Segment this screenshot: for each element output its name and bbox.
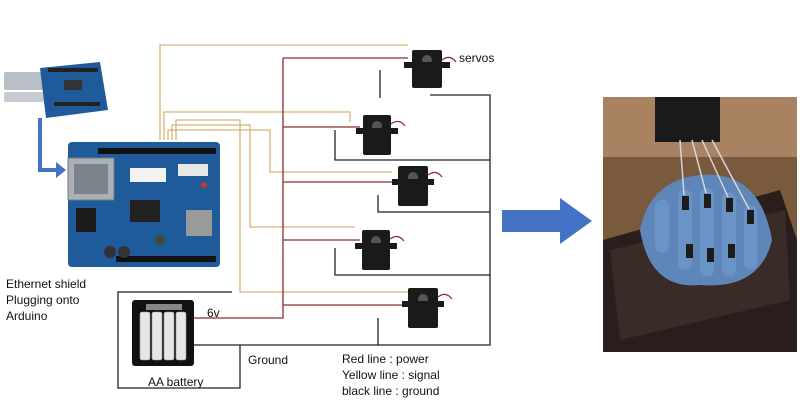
servo-motor-icon — [402, 288, 453, 328]
signal-wires — [159, 44, 408, 293]
servo-motor-icon — [355, 230, 405, 270]
ethernet-shield-line-2: Plugging onto — [6, 293, 80, 307]
aa-battery-pack-icon — [132, 300, 194, 366]
ground-wires — [117, 70, 491, 389]
servos-label: servos — [459, 51, 495, 65]
legend-signal: Yellow line : signal — [342, 368, 440, 382]
servo-motor-icon — [404, 50, 457, 88]
power-wires — [192, 57, 408, 319]
ethernet-shield-line-3: Arduino — [6, 309, 48, 323]
battery-label: AA battery — [148, 375, 204, 389]
legend-ground: black line : ground — [342, 384, 440, 398]
robotic-glove-photo — [603, 97, 797, 352]
small-arduino-board — [4, 62, 108, 118]
wire-color-legend: Red line : power Yellow line : signal bl… — [342, 351, 440, 399]
ethernet-shield-label: Ethernet shield Plugging onto Arduino — [6, 276, 86, 324]
legend-power: Red line : power — [342, 352, 429, 366]
servo-motor-icon — [392, 166, 443, 206]
ethernet-shield-line-1: Ethernet shield — [6, 277, 87, 291]
voltage-label: 6v — [207, 306, 220, 320]
servo-motor-icon — [356, 115, 406, 155]
ground-label: Ground — [248, 353, 289, 367]
arrow-right-icon — [502, 198, 592, 244]
arduino-board-icon — [67, 142, 220, 267]
connect-arrow-icon — [38, 118, 66, 178]
